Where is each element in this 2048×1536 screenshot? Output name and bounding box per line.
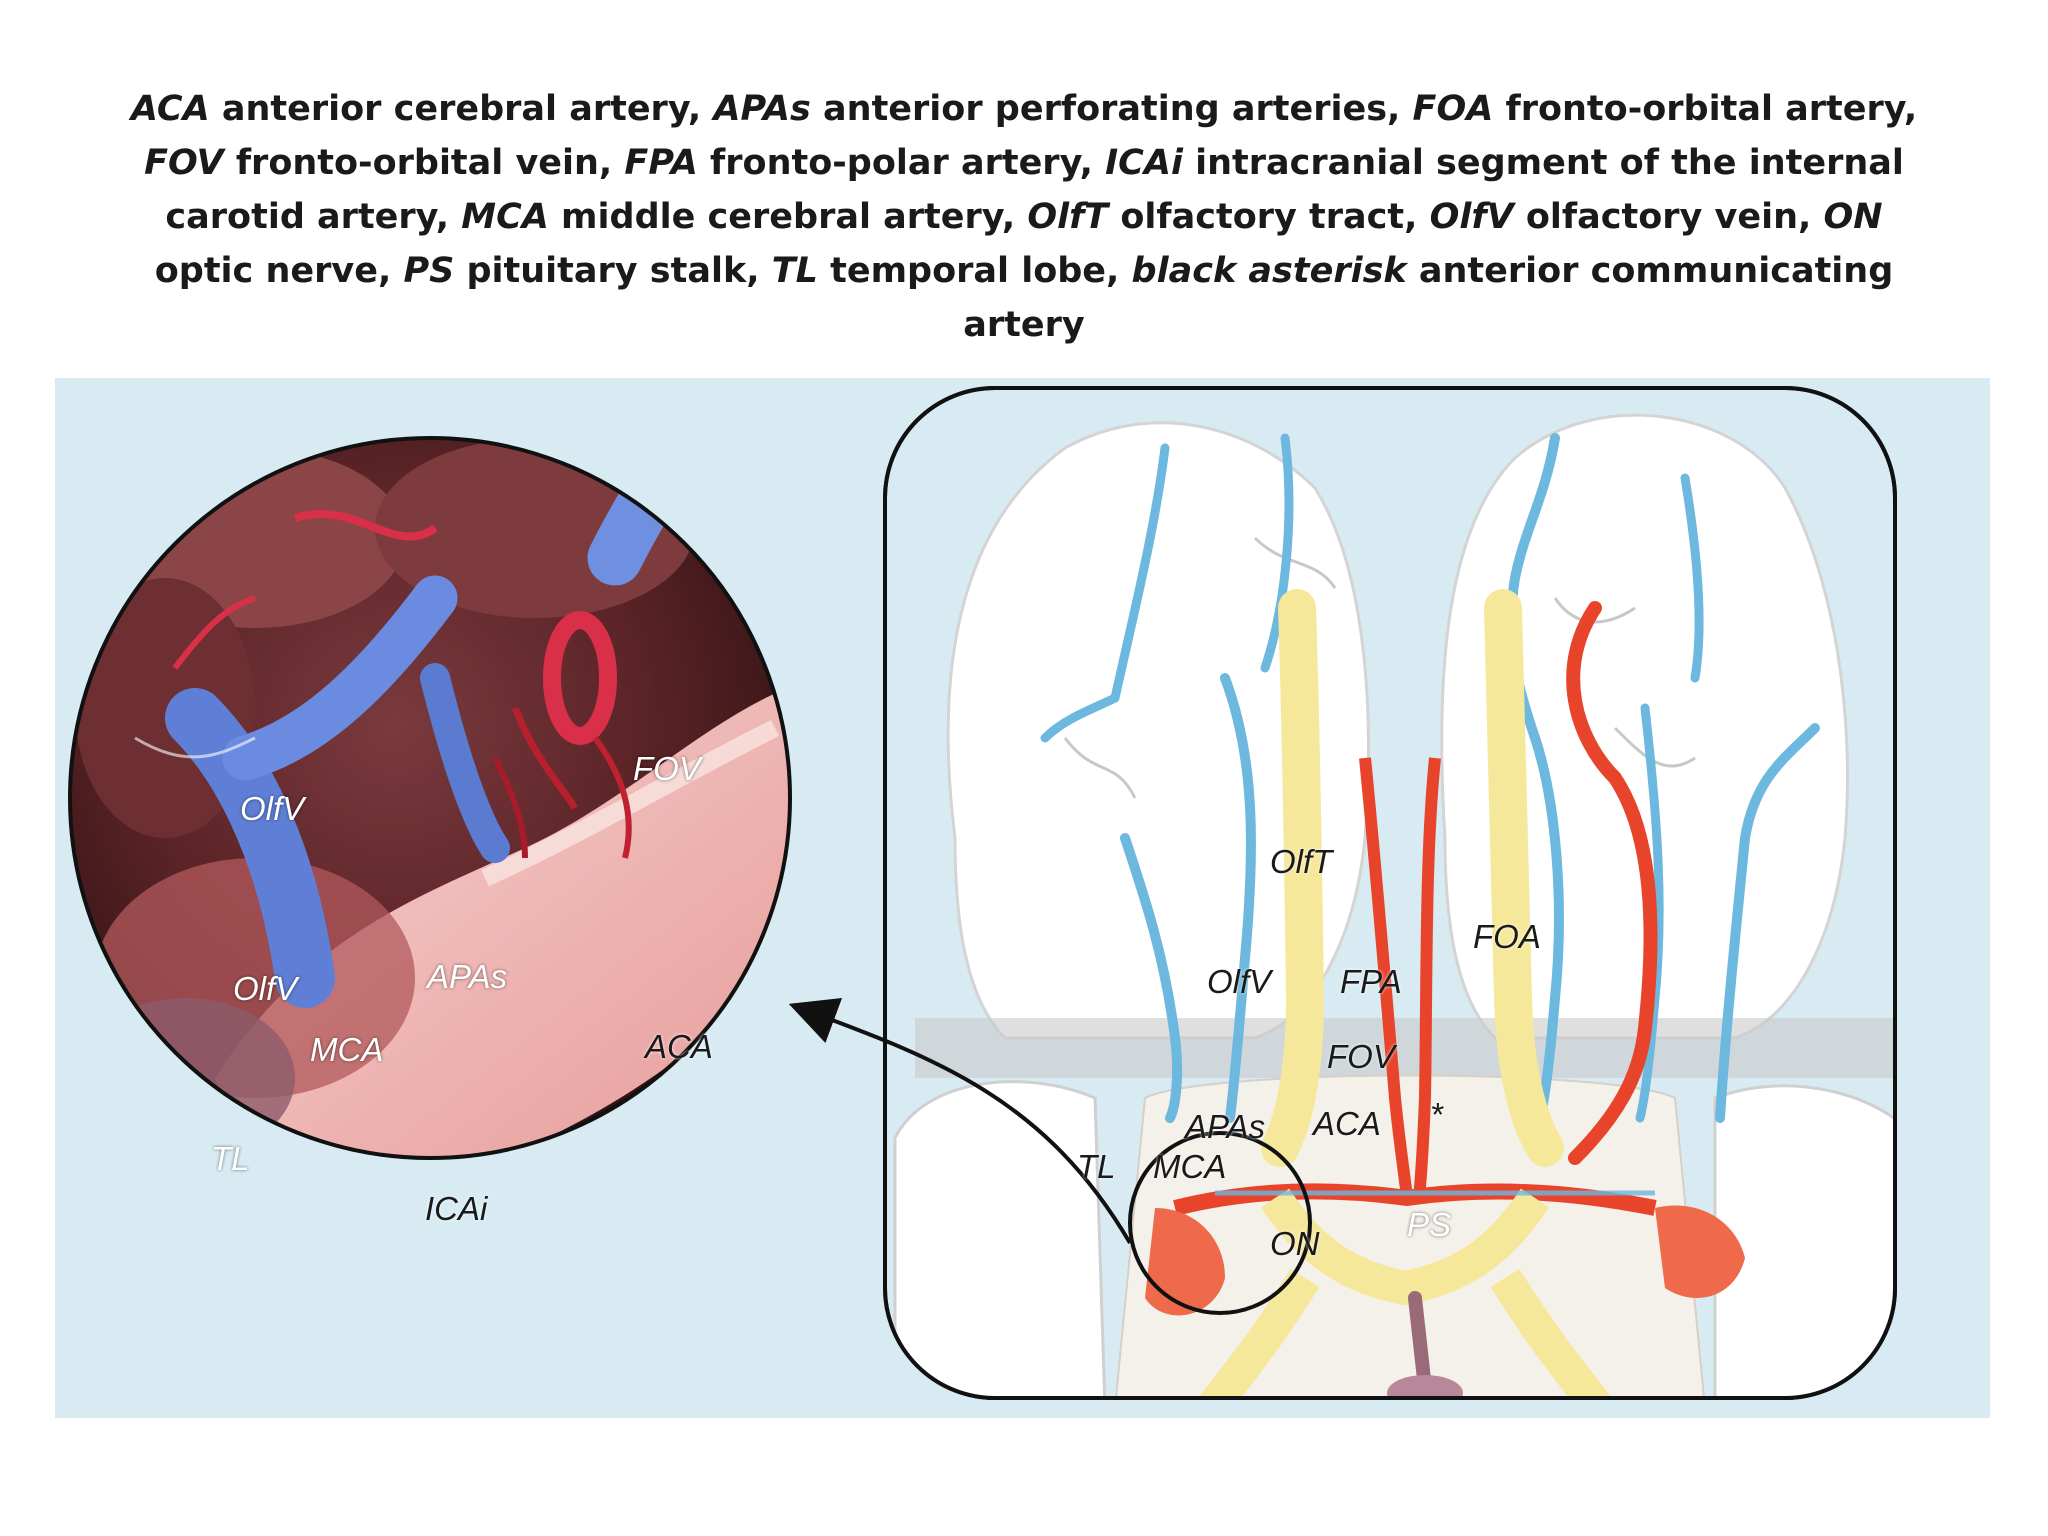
- photo-label-icai: ICAi: [425, 1190, 488, 1227]
- caption-abbr: black asterisk: [1131, 251, 1407, 291]
- endoscopic-photo: [70, 438, 790, 1158]
- photo-label-apas: APAs: [427, 958, 508, 995]
- photo-label-olfv-top: OlfV: [240, 790, 305, 827]
- photo-label-mca: MCA: [310, 1031, 384, 1068]
- zoom-arrow: [788, 997, 1132, 1245]
- caption-abbr: TL: [771, 251, 818, 291]
- caption-def: middle cerebral artery,: [548, 197, 1016, 237]
- figure-panel: FOV OlfV OlfV APAs MCA ACA TL ICAi OlfT …: [55, 378, 1990, 1418]
- brain-schematic: [893, 413, 1895, 1398]
- caption-def: anterior perforating arteries,: [810, 89, 1401, 129]
- diagram-label-aca: ACA: [1313, 1105, 1381, 1142]
- caption-def: fronto-polar artery,: [697, 143, 1093, 183]
- caption-abbr: ON: [1823, 197, 1883, 237]
- caption-def: intracranial segment of the internal car…: [165, 143, 1904, 237]
- caption-abbr: FOA: [1412, 89, 1494, 129]
- zoom-circle: [1128, 1131, 1312, 1315]
- caption-def: temporal lobe,: [817, 251, 1120, 291]
- diagram-label-ps: PS: [1407, 1206, 1452, 1243]
- diagram-label-fpa: FPA: [1340, 963, 1402, 1000]
- diagram-label-apas: APAs: [1185, 1108, 1266, 1145]
- figure-caption: ACA anterior cerebral artery, APAs anter…: [130, 82, 1918, 352]
- caption-def: anterior cerebral artery,: [209, 89, 702, 129]
- diagram-label-fov: FOV: [1327, 1038, 1395, 1075]
- caption-abbr: PS: [403, 251, 455, 291]
- diagram-label-acom-asterisk: *: [1430, 1096, 1443, 1133]
- caption-abbr: APAs: [713, 89, 811, 129]
- caption-def: fronto-orbital vein,: [223, 143, 613, 183]
- anatomy-illustration: [68, 386, 1897, 1400]
- diagram-label-olfv: OlfV: [1207, 963, 1272, 1000]
- caption-def: anterior communicating artery: [963, 251, 1894, 345]
- caption-def: olfactory tract,: [1108, 197, 1418, 237]
- diagram-label-tl: TL: [1077, 1148, 1116, 1185]
- photo-label-tl: TL: [211, 1140, 250, 1177]
- caption-abbr: OlfV: [1429, 197, 1514, 237]
- caption-abbr: FOV: [144, 143, 224, 183]
- photo-label-olfv-bottom: OlfV: [233, 970, 298, 1007]
- caption-def: olfactory vein,: [1513, 197, 1812, 237]
- diagram-label-foa: FOA: [1473, 918, 1541, 955]
- caption-abbr: MCA: [461, 197, 549, 237]
- diagram-label-mca: MCA: [1153, 1148, 1227, 1185]
- caption-def: fronto-orbital artery,: [1493, 89, 1918, 129]
- caption-def: optic nerve,: [154, 251, 392, 291]
- photo-label-aca: ACA: [645, 1028, 713, 1065]
- caption-abbr: ICAi: [1105, 143, 1183, 183]
- diagram-label-on: ON: [1270, 1225, 1320, 1262]
- caption-abbr: ACA: [130, 89, 210, 129]
- caption-def: pituitary stalk,: [454, 251, 760, 291]
- diagram-label-olft: OlfT: [1270, 843, 1333, 880]
- photo-label-fov: FOV: [633, 750, 701, 787]
- caption-abbr: OlfT: [1027, 197, 1109, 237]
- caption-abbr: FPA: [624, 143, 698, 183]
